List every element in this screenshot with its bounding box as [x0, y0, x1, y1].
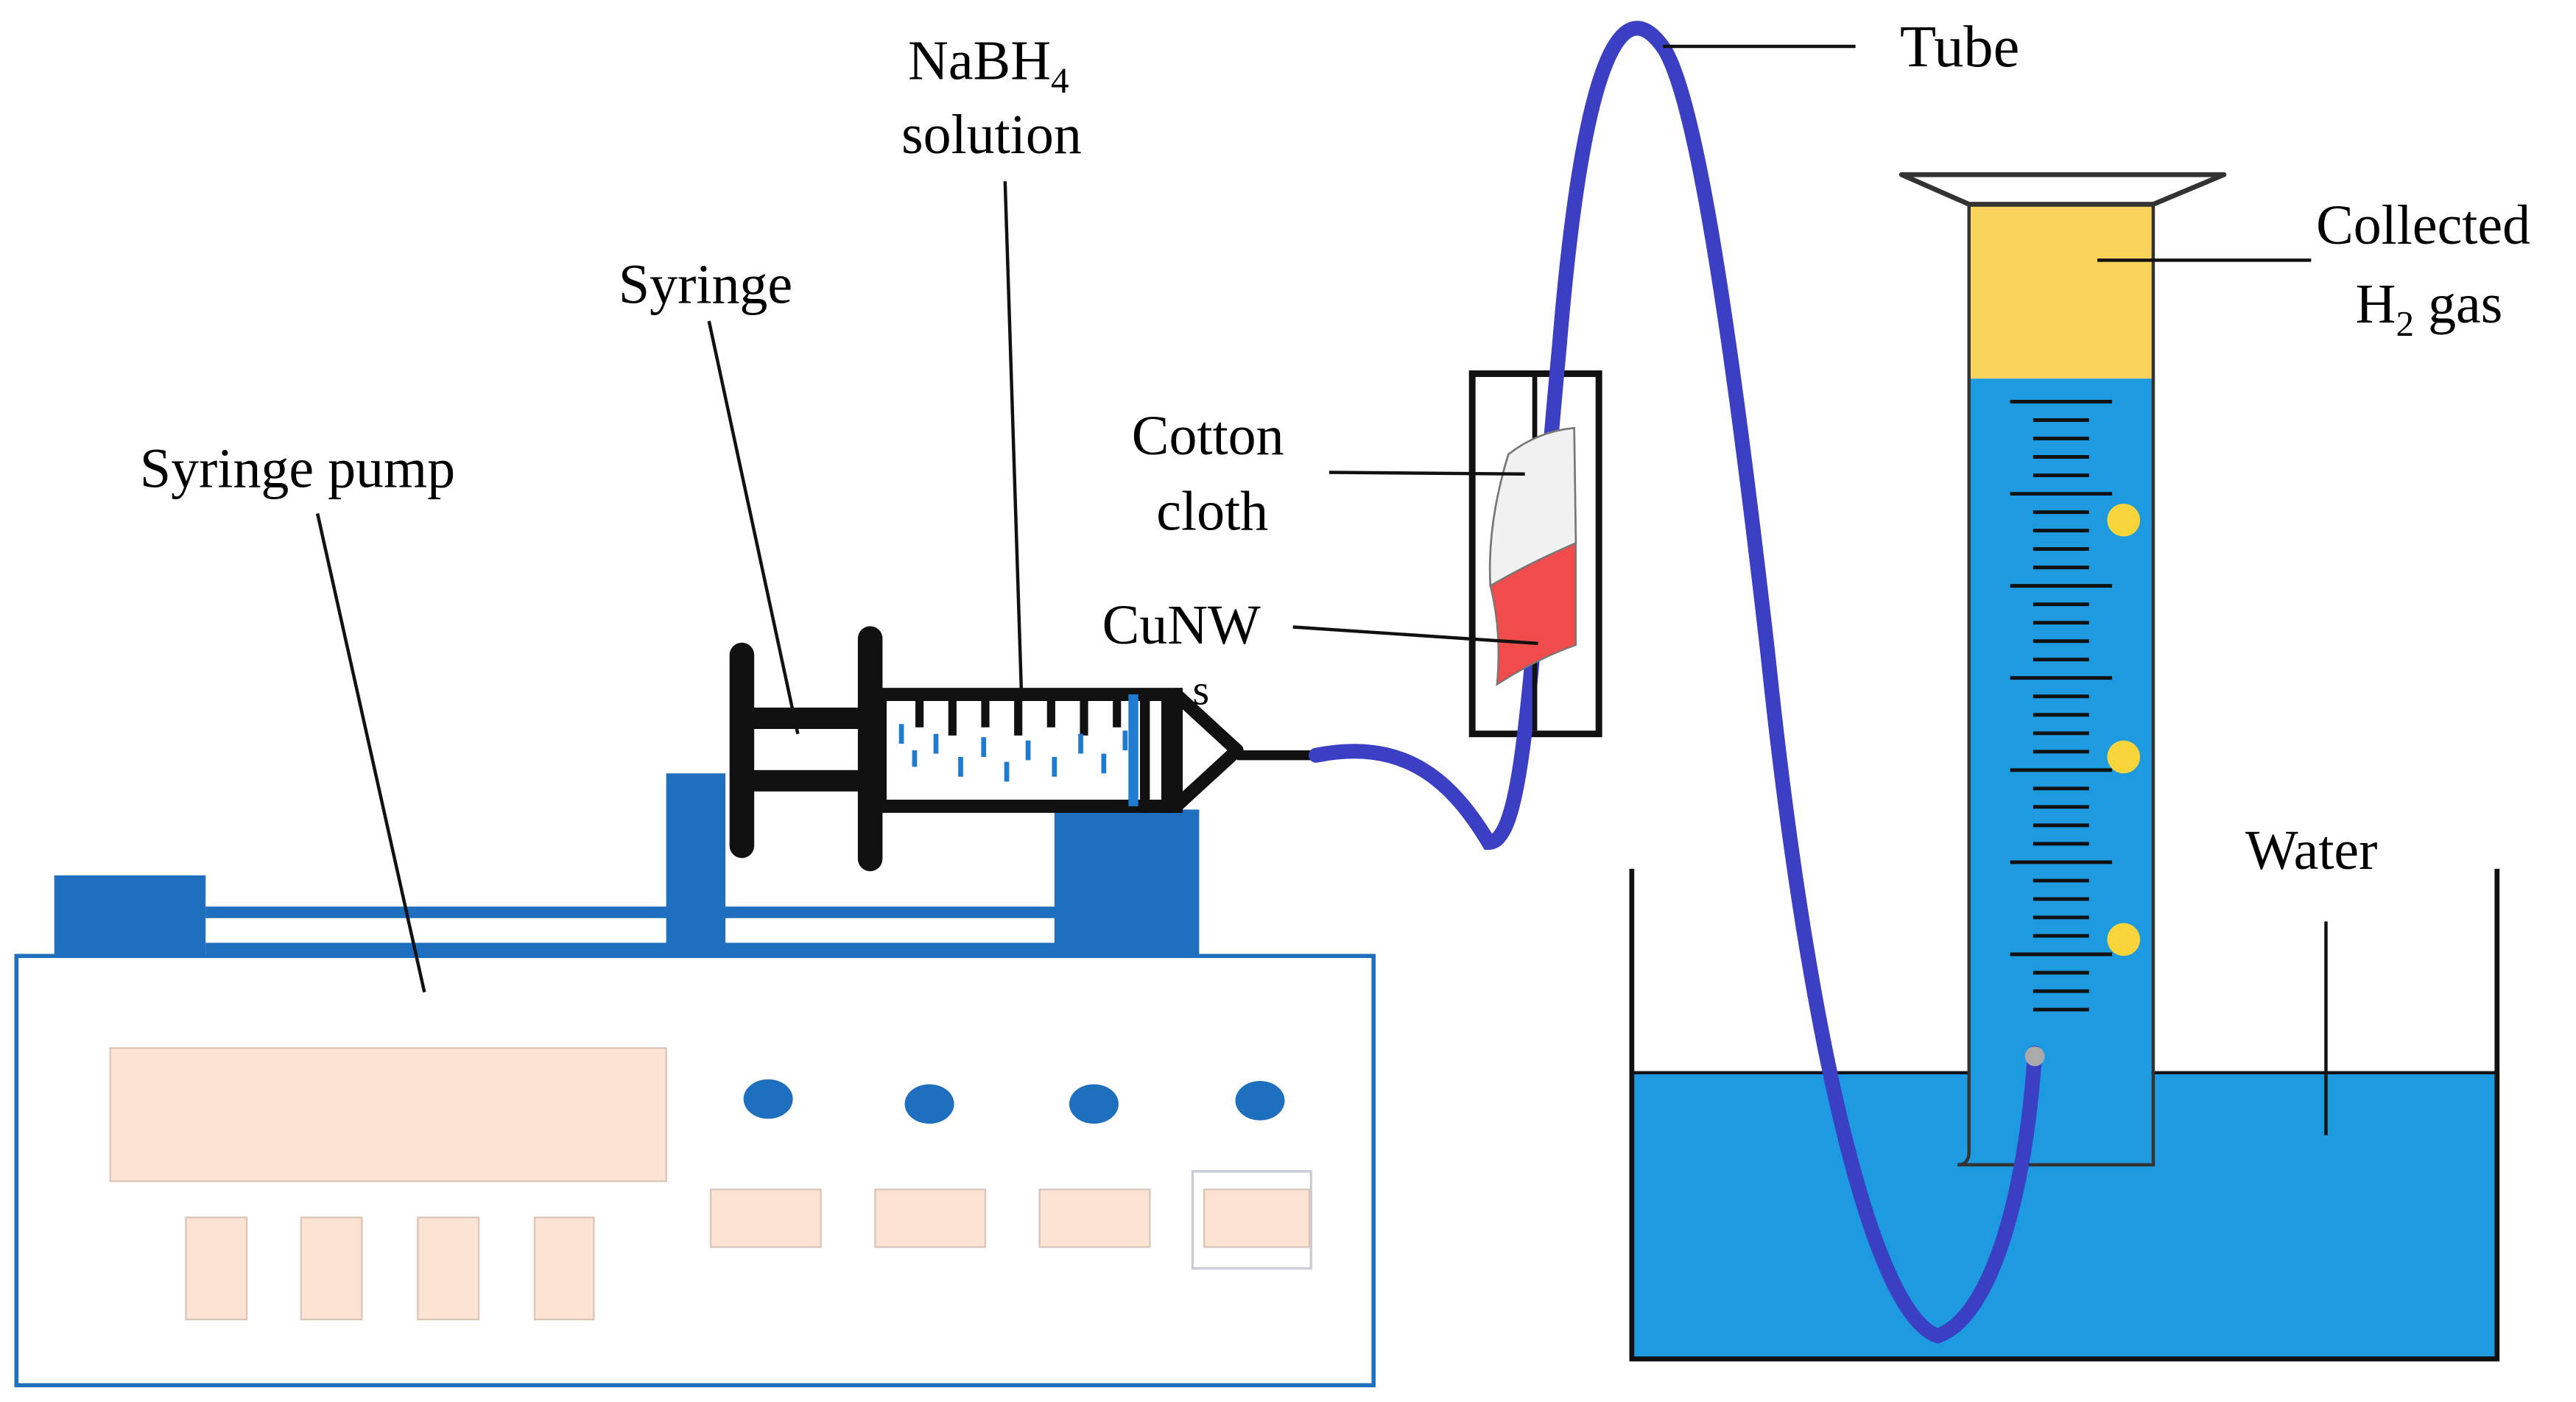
cylinder-lip [1898, 172, 2227, 207]
tube [1308, 21, 2043, 1344]
pump-small-panel [1038, 1188, 1151, 1248]
collected-gas [1968, 204, 2153, 379]
round-button-icon [904, 1084, 954, 1124]
label-h2-rest: gas [2414, 273, 2502, 335]
cunw-coating [1489, 541, 1577, 686]
syringe-pump [14, 773, 1376, 1388]
cylinder-graduations [2010, 400, 2113, 1012]
label-collected: Collected [2316, 194, 2530, 256]
pump-key [185, 1216, 248, 1320]
pump-key [417, 1216, 480, 1320]
pump-display [109, 1047, 667, 1183]
gas-bubble [2107, 740, 2141, 774]
pump-rail-top [205, 906, 1058, 918]
label-cunw-wrap: s [1192, 666, 1209, 714]
label-tube: Tube [1900, 14, 2019, 80]
round-button-icon [1235, 1080, 1285, 1121]
tube-outlet [2024, 1046, 2045, 1066]
label-cloth: cloth [1156, 481, 1268, 543]
reactor-contents [1488, 376, 1577, 731]
label-cotton: Cotton [1132, 405, 1284, 467]
pump-small-panel [709, 1188, 822, 1248]
syringe [729, 626, 1316, 872]
label-nabh4: NaBH4 [908, 30, 1069, 101]
graduated-cylinder [1898, 172, 2227, 1167]
label-syringe: Syringe [619, 253, 792, 315]
leader-nabh4 [1003, 181, 1024, 697]
leader-cotton [1329, 471, 1525, 476]
round-button-icon [1069, 1084, 1119, 1124]
gas-bubble [2107, 503, 2141, 537]
graduation-marks [915, 701, 1122, 736]
pump-key [300, 1216, 363, 1320]
plunger-rod-bottom [742, 769, 870, 792]
pump-small-panel [1203, 1188, 1311, 1248]
label-nabh4-sub: 4 [1051, 60, 1069, 101]
round-button-icon [743, 1079, 793, 1119]
gas-bubble [2107, 923, 2141, 957]
label-h2-gas: H2 gas [2356, 273, 2503, 344]
leader-cunw [1292, 625, 1538, 646]
liquid-front [1128, 694, 1139, 806]
label-cunw: CuNW [1102, 594, 1261, 656]
label-nabh4-main: NaBH [908, 30, 1051, 92]
leader-syringe-pump [315, 512, 426, 993]
label-solution: solution [901, 104, 1082, 166]
pump-small-panel [874, 1188, 987, 1248]
pump-rail-bottom [205, 943, 1058, 954]
leader-syringe [707, 320, 800, 735]
cylinder-wall [1957, 204, 2156, 1167]
label-syringe-pump: Syringe pump [140, 438, 455, 500]
beaker-wall [1629, 868, 2500, 1362]
leader-lines [315, 44, 2328, 1135]
nabh4-solution [898, 724, 1128, 782]
label-h2-main: H [2356, 273, 2396, 335]
pump-pusher-block [666, 773, 726, 958]
label-h2-sub: 2 [2396, 303, 2415, 344]
plunger-rod-top [742, 707, 870, 729]
pump-end-block [54, 875, 206, 958]
pump-holder-block [1054, 809, 1200, 958]
syringe-nozzle [1169, 688, 1244, 813]
pump-key [533, 1216, 595, 1320]
label-water: Water [2245, 820, 2377, 881]
